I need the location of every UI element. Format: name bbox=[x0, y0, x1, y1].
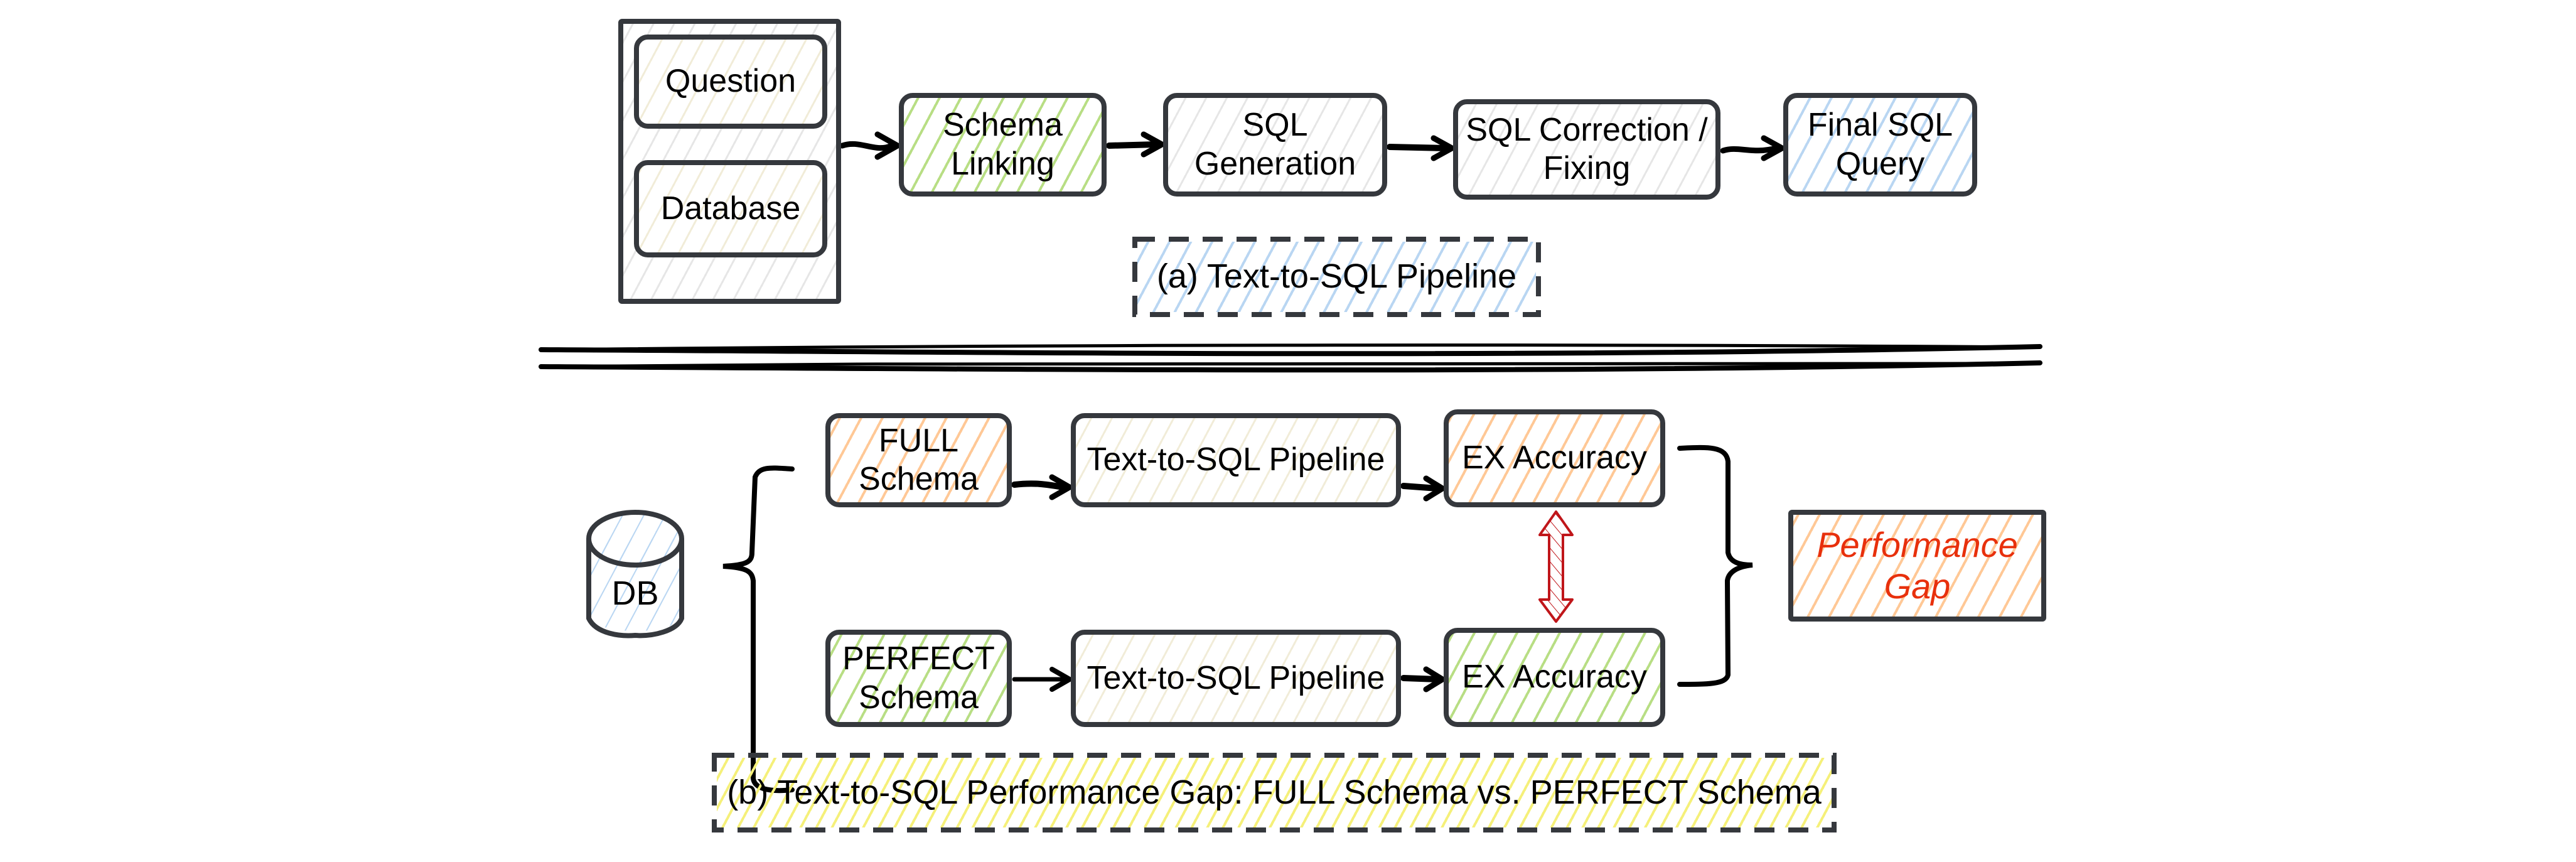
performance-gap-label: Performance Gap bbox=[1817, 524, 2018, 606]
step-sql-generation-label: SQL Generation bbox=[1194, 107, 1356, 182]
arrow-pipeline-to-ex-top bbox=[1400, 475, 1446, 502]
arrow-full-schema-to-pipeline bbox=[1011, 474, 1073, 500]
panel-separator bbox=[539, 343, 2042, 373]
question-box: Question bbox=[634, 35, 827, 129]
left-brace bbox=[722, 465, 795, 794]
caption-b-border bbox=[712, 753, 1837, 832]
caption-a-text: (a) Text-to-SQL Pipeline bbox=[1156, 257, 1517, 296]
pipeline-full-label: Text-to-SQL Pipeline bbox=[1087, 441, 1385, 478]
step-sql-generation: SQL Generation bbox=[1163, 93, 1387, 197]
right-brace bbox=[1677, 444, 1753, 687]
step-final-sql-query-label: Final SQL Query bbox=[1807, 107, 1953, 182]
db-label-wrap: DB bbox=[589, 565, 682, 622]
full-schema-box: FULL Schema bbox=[825, 413, 1012, 507]
pipeline-perfect-label: Text-to-SQL Pipeline bbox=[1087, 659, 1385, 696]
arrow-correction-to-final-query bbox=[1720, 135, 1785, 161]
arrow-perfect-schema-to-pipeline bbox=[1012, 667, 1072, 692]
arrow-pipeline-to-ex-bottom bbox=[1400, 666, 1446, 692]
step-sql-correction: SQL Correction / Fixing bbox=[1453, 99, 1720, 200]
caption-b: (b) Text-to-SQL Performance Gap: FULL Sc… bbox=[717, 758, 1832, 827]
arrow-schema-linking-to-sql-generation bbox=[1106, 131, 1165, 158]
pipeline-box-full: Text-to-SQL Pipeline bbox=[1071, 413, 1401, 507]
database-label: Database bbox=[660, 190, 801, 227]
ex-accuracy-perfect-label: EX Accuracy bbox=[1462, 659, 1647, 696]
pipeline-box-perfect: Text-to-SQL Pipeline bbox=[1071, 630, 1401, 727]
step-schema-linking-label: Schema Linking bbox=[943, 107, 1063, 182]
ex-accuracy-full: EX Accuracy bbox=[1444, 409, 1665, 507]
database-cylinder-icon bbox=[586, 510, 684, 638]
step-final-sql-query: Final SQL Query bbox=[1783, 93, 1977, 197]
caption-a: (a) Text-to-SQL Pipeline bbox=[1137, 242, 1536, 312]
arrow-input-to-schema-linking bbox=[839, 131, 901, 160]
performance-gap-box: Performance Gap bbox=[1788, 510, 2046, 622]
perfect-schema-box: PERFECT Schema bbox=[825, 630, 1012, 727]
caption-b-text: (b) Text-to-SQL Performance Gap: FULL Sc… bbox=[727, 773, 1822, 811]
perfect-schema-label: PERFECT Schema bbox=[842, 640, 995, 716]
database-box: Database bbox=[634, 160, 827, 257]
ex-accuracy-perfect: EX Accuracy bbox=[1444, 628, 1665, 727]
full-schema-label: FULL Schema bbox=[859, 422, 979, 497]
db-label: DB bbox=[611, 574, 659, 612]
ex-accuracy-full-label: EX Accuracy bbox=[1462, 439, 1647, 477]
caption-a-border bbox=[1132, 237, 1541, 317]
gap-double-arrow-icon bbox=[1538, 510, 1574, 623]
question-label: Question bbox=[665, 63, 797, 100]
step-schema-linking: Schema Linking bbox=[899, 93, 1107, 197]
step-sql-correction-label: SQL Correction / Fixing bbox=[1466, 111, 1708, 186]
arrow-sql-generation-to-correction bbox=[1387, 135, 1455, 161]
